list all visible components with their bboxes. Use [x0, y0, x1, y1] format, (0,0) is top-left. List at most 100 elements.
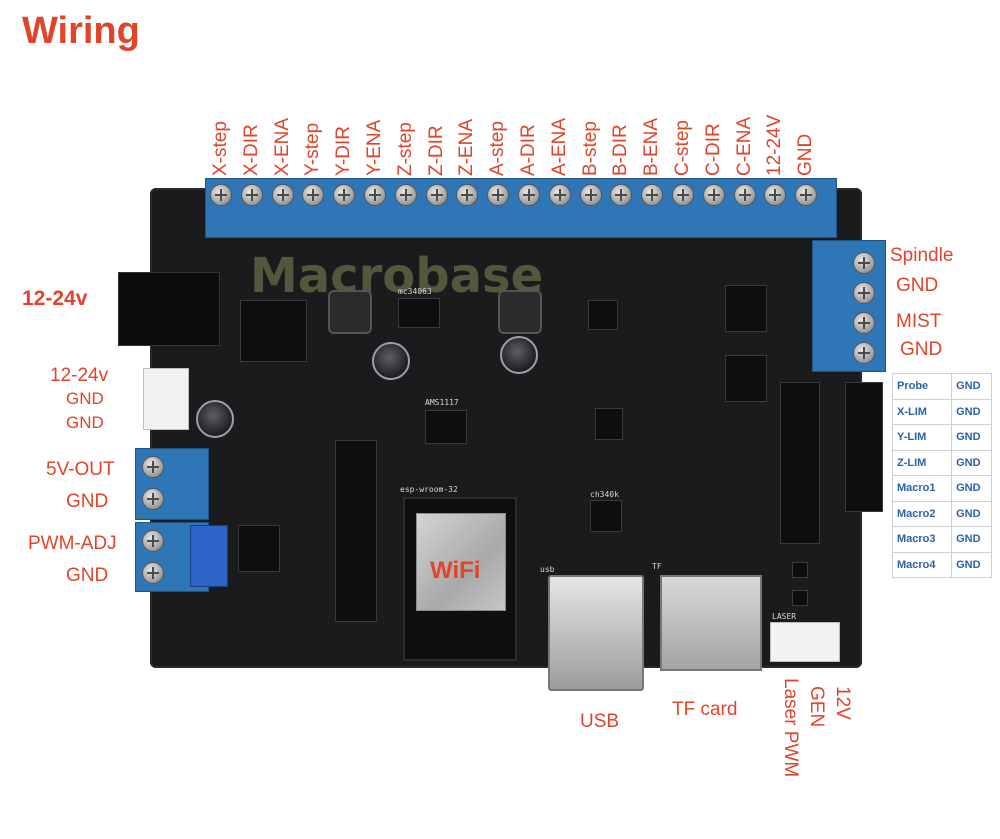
top-terminal-label: 12-24V	[764, 114, 786, 176]
top-terminal-screw	[364, 184, 386, 206]
mist-screw	[853, 312, 875, 334]
io-gnd-cell: GND	[951, 398, 992, 425]
top-terminal-label: A-step	[487, 121, 509, 176]
buffer-ic	[335, 440, 377, 622]
ch340k-silk: ch340k	[590, 490, 619, 499]
power-jack-label: 12-24v	[22, 287, 88, 310]
mc34063-silk: mc34063	[398, 287, 432, 296]
mosfet-1	[725, 285, 767, 332]
top-terminal-label-wrap: C-ENA	[734, 98, 760, 176]
top-terminal-label-wrap: Z-DIR	[426, 98, 452, 176]
top-terminal-label: Y-ENA	[364, 119, 385, 176]
mist-gnd-label: GND	[900, 339, 943, 360]
top-terminal-screw	[579, 184, 602, 206]
tf-silk: TF	[652, 562, 662, 571]
ams1117-chip	[425, 410, 467, 444]
io-signal-cell: Macro3	[891, 526, 953, 553]
top-terminal-label-wrap: Y-DIR	[333, 98, 359, 176]
page-title: Wiring	[22, 10, 140, 52]
5v-gnd-screw	[142, 488, 164, 510]
top-terminal-screw	[518, 184, 540, 206]
top-terminal-screw	[548, 184, 571, 206]
io-gnd-cell: GND	[951, 475, 992, 502]
io-gnd-cell: GND	[951, 500, 992, 527]
top-terminal-screw	[487, 184, 510, 206]
pwm-adj-label: PWM-ADJ	[28, 533, 117, 554]
top-terminal-label: C-step	[672, 120, 693, 176]
esp32-shield-can	[416, 513, 506, 611]
pwm-gnd-screw	[142, 562, 164, 584]
spindle-screw	[853, 252, 875, 274]
top-terminal-label-wrap: X-DIR	[241, 98, 267, 176]
wifi-label: WiFi	[430, 557, 481, 584]
io-signal-cell: Probe	[891, 373, 953, 400]
top-terminal-label-wrap: C-DIR	[703, 98, 729, 176]
ams1117-silk: AMS1117	[425, 398, 459, 407]
top-terminal-screw	[764, 184, 787, 206]
jst-power-connector	[143, 368, 189, 430]
top-terminal-screw	[240, 184, 263, 206]
top-terminal-label-wrap: Y-ENA	[364, 98, 390, 176]
usb-silk: usb	[540, 565, 555, 574]
top-terminal-screw	[271, 184, 294, 206]
top-terminal-screw	[456, 184, 479, 206]
jst-gnd1-label: GND	[66, 389, 104, 408]
spindle-gnd-screw	[853, 282, 875, 304]
top-terminal-label-wrap: Y-step	[302, 98, 328, 176]
capacitor-1	[372, 342, 410, 380]
tf-card-slot	[660, 575, 762, 671]
top-terminal-label: GND	[795, 133, 817, 176]
jst-gnd2-label: GND	[66, 413, 104, 432]
pwm-gnd-label: GND	[66, 565, 109, 586]
capacitor-2	[500, 336, 538, 374]
io-signal-cell: Z-LIM	[891, 449, 953, 476]
laser-pwm-label: Laser PWM	[780, 678, 801, 778]
laser-jst-connector	[770, 622, 840, 662]
top-terminal-label: B-DIR	[610, 124, 632, 176]
top-terminal-label-wrap: X-ENA	[272, 98, 298, 176]
spindle-label: Spindle	[890, 245, 954, 266]
ch340k-chip	[590, 500, 622, 532]
top-terminal-label: C-ENA	[733, 116, 755, 176]
top-terminal-label: A-DIR	[518, 124, 539, 176]
ic-1	[588, 300, 618, 330]
mist-label: MIST	[896, 311, 942, 332]
top-terminal-screw	[394, 184, 417, 206]
io-gnd-cell: GND	[951, 373, 992, 400]
capacitor-3	[196, 400, 234, 438]
io-gnd-cell: GND	[951, 551, 992, 578]
top-terminal-screw	[702, 184, 725, 206]
top-terminal-label: Z-ENA	[456, 119, 478, 176]
io-gnd-cell: GND	[951, 449, 992, 476]
regulator-lm	[240, 300, 307, 362]
pwm-adj-screw	[142, 530, 164, 552]
input-pin-header	[845, 382, 883, 512]
top-terminal-label-wrap: A-DIR	[518, 98, 544, 176]
usb-label: USB	[580, 711, 620, 732]
top-terminal-label-wrap: 12-24V	[764, 98, 790, 176]
top-terminal-label: C-DIR	[702, 123, 724, 176]
io-signal-cell: Macro4	[891, 551, 953, 578]
top-terminal-label-wrap: B-ENA	[641, 98, 667, 176]
top-terminal-label: Z-DIR	[425, 125, 447, 176]
top-terminal-label-wrap: C-step	[672, 98, 698, 176]
resistor-array	[780, 382, 820, 544]
regulator-2	[238, 525, 280, 572]
button-s2	[792, 590, 808, 606]
top-terminal-label: B-step	[579, 121, 601, 176]
top-terminal-screw	[733, 184, 756, 206]
top-terminal-label: X-ENA	[271, 117, 293, 176]
ic-2	[595, 408, 623, 440]
top-terminal-screw	[610, 184, 633, 206]
watermark: Macrobase	[250, 248, 544, 304]
top-terminal-label-wrap: A-step	[487, 98, 513, 176]
esp32-silk: esp-wroom-32	[400, 485, 458, 494]
mist-gnd-screw	[853, 342, 875, 364]
